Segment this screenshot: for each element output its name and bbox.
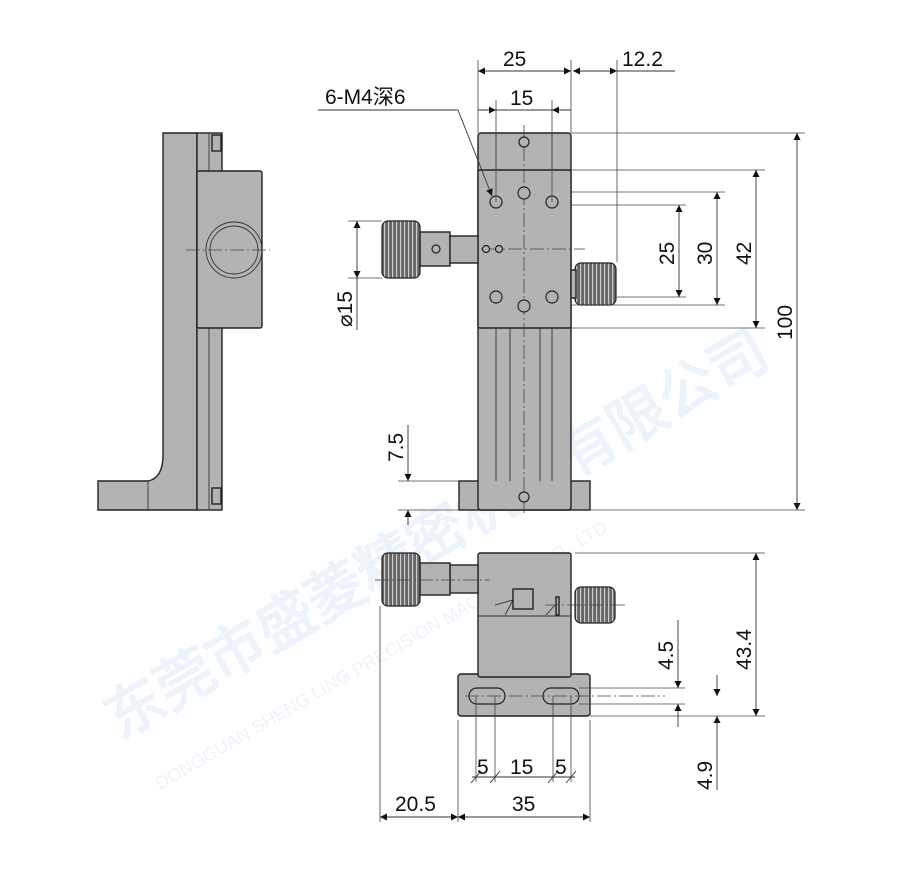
left-knob-shaft <box>449 235 479 264</box>
dim-30: 30 <box>694 242 717 265</box>
bottom-body <box>477 552 572 678</box>
side-stop-bottom <box>211 487 222 505</box>
bottom-screw <box>518 491 530 503</box>
side-stop-top <box>211 134 222 152</box>
dim-12-2: 12.2 <box>622 48 663 71</box>
dim-4-9: 4.9 <box>694 761 717 790</box>
dim-25-vertical: 25 <box>656 242 679 265</box>
dim-35: 35 <box>512 793 535 816</box>
bottom-left-knob-icon <box>381 552 421 607</box>
dim-42: 42 <box>733 242 756 265</box>
front-view: 25 12.2 15 6-M4深6 25 30 42 100 ⌀15 <box>318 48 805 525</box>
dim-7-5: 7.5 <box>385 433 408 462</box>
bottom-view: 43.4 4.5 4.9 5 15 5 20.5 35 <box>375 552 765 822</box>
dim-15-holes: 15 <box>510 87 533 110</box>
right-knob-icon <box>574 262 617 306</box>
dim-5-left: 5 <box>477 756 489 779</box>
dim-4-5: 4.5 <box>655 641 678 670</box>
bottom-left-shaft <box>449 564 479 594</box>
dim-5-right: 5 <box>555 756 567 779</box>
dim-25-width: 25 <box>503 48 526 71</box>
side-carriage <box>196 170 263 329</box>
dim-knob-diameter: ⌀15 <box>334 291 357 327</box>
bottom-lock <box>512 588 534 610</box>
dim-43-4: 43.4 <box>733 629 756 670</box>
mount-holes <box>481 186 559 313</box>
dim-100: 100 <box>774 305 797 340</box>
side-column <box>97 132 198 511</box>
dim-15-slots: 15 <box>510 756 533 779</box>
side-view <box>97 132 270 511</box>
dim-20-5: 20.5 <box>395 793 436 816</box>
hole-callout: 6-M4深6 <box>325 86 406 109</box>
top-screw <box>518 136 530 148</box>
left-knob-icon <box>381 220 421 279</box>
